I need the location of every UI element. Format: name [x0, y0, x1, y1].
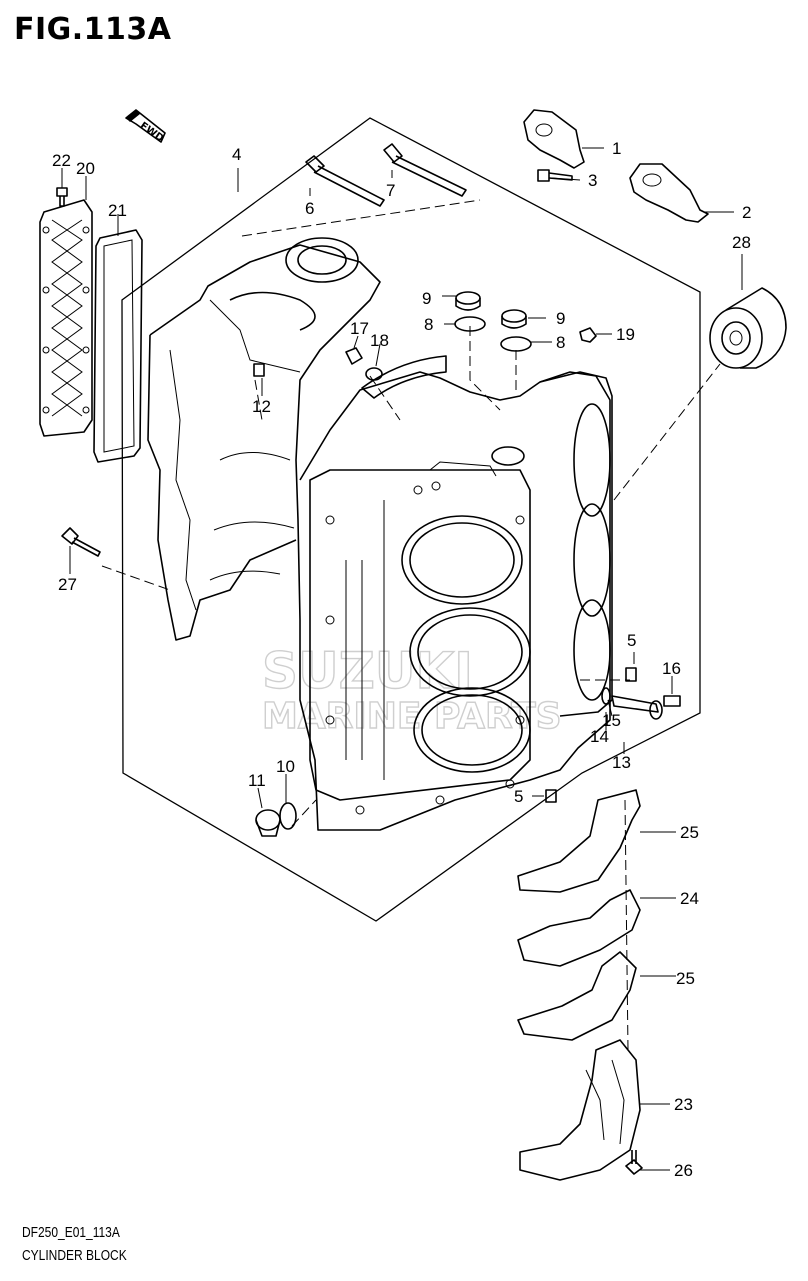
- oring-8b: [500, 336, 532, 352]
- plate-23: [519, 1039, 641, 1181]
- callout-labels: 1 2 3 4 5 5 6 7 8 8 9 9 10 11 12 13 14 1…: [52, 139, 751, 1180]
- callout-26: 26: [674, 1161, 693, 1180]
- dowel-5a: [625, 667, 637, 682]
- model-code: DF250_E01_113A: [22, 1224, 120, 1241]
- fwd-arrow: FWD: [125, 109, 166, 144]
- callout-2: 2: [742, 203, 751, 222]
- oring-10: [279, 802, 297, 830]
- callout-8-left: 8: [424, 315, 433, 334]
- callout-21: 21: [108, 201, 127, 220]
- gasket-25a: [517, 789, 641, 893]
- callout-15: 15: [602, 711, 621, 730]
- callout-5-upper: 5: [627, 631, 636, 650]
- dowel-5b: [545, 789, 557, 803]
- bracket-2: [629, 163, 709, 223]
- callout-16: 16: [662, 659, 681, 678]
- callout-6: 6: [305, 199, 314, 218]
- cover-gasket: [93, 229, 143, 463]
- oil-filter: [709, 287, 787, 369]
- figure-title: FIG.113A: [14, 12, 172, 47]
- oring-15: [601, 687, 611, 705]
- fwd-label: FWD: [138, 120, 166, 144]
- callout-10: 10: [276, 757, 295, 776]
- watermark: SUZUKI MARINE PARTS: [261, 641, 562, 737]
- cylinder-block: [147, 237, 613, 831]
- callout-24: 24: [680, 889, 699, 908]
- gasket-25b: [517, 951, 637, 1041]
- callout-22: 22: [52, 151, 71, 170]
- leader-lines: [61, 147, 743, 1171]
- callout-11: 11: [248, 771, 266, 790]
- callout-5-lower: 5: [514, 787, 523, 806]
- callout-19: 19: [616, 325, 635, 344]
- callout-4: 4: [232, 145, 241, 164]
- watermark-line1: SUZUKI: [262, 642, 473, 700]
- callout-20: 20: [76, 159, 95, 178]
- callout-8-right: 8: [556, 333, 565, 352]
- callout-25-lower: 25: [676, 969, 695, 988]
- callout-17: 17: [350, 319, 369, 338]
- callout-28: 28: [732, 233, 751, 252]
- bolt-26: [625, 1150, 643, 1175]
- callout-1: 1: [612, 139, 621, 158]
- bolt-16: [663, 695, 681, 707]
- callout-9-left: 9: [422, 289, 431, 308]
- assembly-frame: [121, 117, 701, 922]
- part-17: [345, 347, 363, 365]
- figure-caption: DF250_E01_113A CYLINDER BLOCK: [22, 1221, 127, 1267]
- gasket-24: [517, 889, 641, 967]
- callout-27: 27: [58, 575, 77, 594]
- callout-9-right: 9: [556, 309, 565, 328]
- plug-19: [579, 327, 597, 343]
- callout-14: 14: [590, 727, 609, 746]
- long-bolt: [61, 527, 101, 557]
- sensor-14: [611, 695, 663, 720]
- callout-12: 12: [252, 397, 271, 416]
- callout-23: 23: [674, 1095, 693, 1114]
- cover-bolt: [56, 187, 68, 207]
- part-18: [365, 367, 383, 381]
- plug-9a: [455, 291, 481, 311]
- callout-25-upper: 25: [680, 823, 699, 842]
- plug-9b: [501, 309, 527, 329]
- callout-7: 7: [386, 181, 395, 200]
- stud-bolt-7: [383, 143, 467, 197]
- dowel-12: [253, 363, 265, 377]
- section-name: CYLINDER BLOCK: [22, 1247, 127, 1264]
- projection-lines: [101, 199, 721, 1051]
- plug-11: [255, 809, 281, 837]
- stud-bolt-6: [305, 155, 385, 207]
- callout-18: 18: [370, 331, 389, 350]
- callout-13: 13: [612, 753, 631, 772]
- bracket-1: [523, 109, 585, 169]
- watermark-line2: MARINE PARTS: [262, 696, 562, 737]
- callout-3: 3: [588, 171, 597, 190]
- cover-plate: [39, 199, 93, 437]
